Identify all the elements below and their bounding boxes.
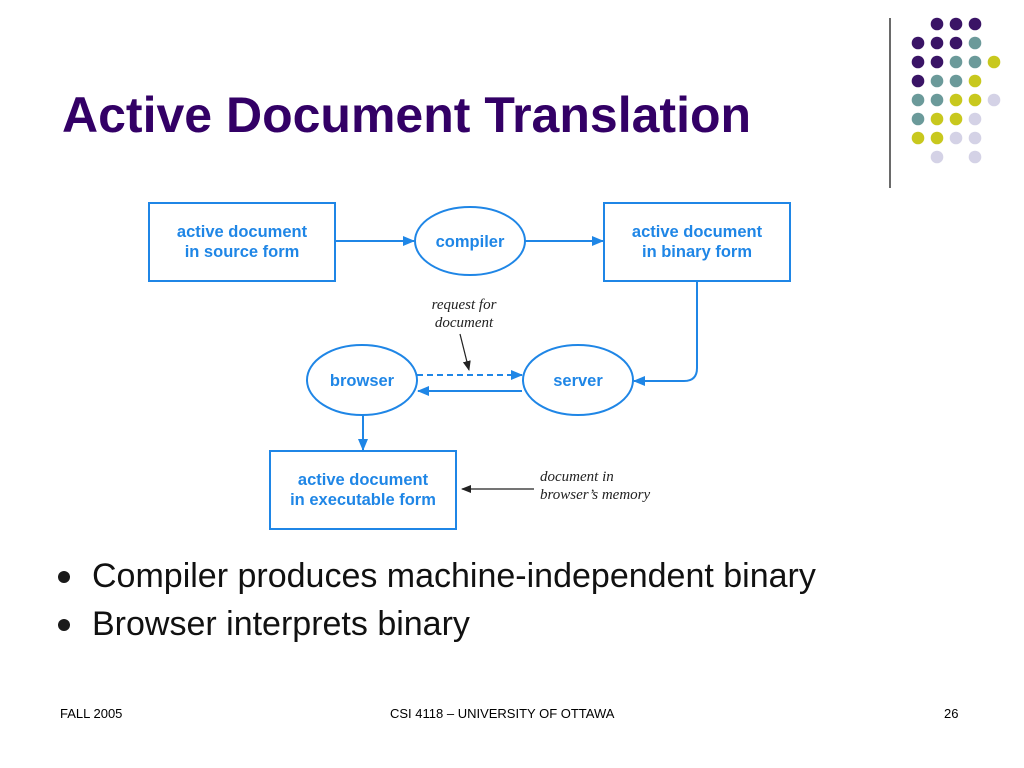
bullet-item: Compiler produces machine-independent bi… — [56, 556, 936, 596]
request-note-pointer — [459, 333, 471, 371]
memory-note-line1: document in — [540, 469, 614, 485]
arrow-binary-to-server — [633, 281, 698, 386]
footer-course: CSI 4118 – UNIVERSITY OF OTTAWA — [390, 706, 615, 721]
footer-page-number: 26 — [944, 706, 959, 721]
bullet-text: Browser interprets binary — [92, 605, 470, 643]
source-form-label-line1: active document — [177, 223, 308, 241]
server-node: server — [522, 344, 634, 416]
compiler-node: compiler — [414, 206, 526, 276]
binary-form-box: active document in binary form — [603, 202, 791, 282]
bullet-text: Compiler produces machine-independent bi… — [92, 557, 816, 595]
memory-note-line2: browser’s memory — [540, 487, 650, 503]
source-form-box: active document in source form — [148, 202, 336, 282]
source-form-label-line2: in source form — [185, 243, 300, 261]
binary-form-label-line1: active document — [632, 223, 763, 241]
slide-title: Active Document Translation — [62, 87, 752, 143]
browser-label: browser — [330, 372, 395, 390]
bullet-list: Compiler produces machine-independent bi… — [56, 556, 936, 652]
executable-form-label-line2: in executable form — [290, 491, 436, 509]
translation-diagram: active document in source form compiler … — [148, 202, 791, 530]
browser-node: browser — [306, 344, 418, 416]
footer-date: FALL 2005 — [60, 706, 123, 721]
bullet-dot-icon — [58, 619, 70, 631]
executable-form-label-line1: active document — [298, 471, 429, 489]
binary-form-label-line2: in binary form — [642, 243, 752, 261]
server-label: server — [553, 372, 603, 390]
bullet-dot-icon — [58, 571, 70, 583]
executable-form-box: active document in executable form — [269, 450, 457, 530]
title-divider-line — [889, 18, 891, 188]
request-note-line1: request for — [432, 297, 497, 313]
compiler-label: compiler — [436, 233, 505, 251]
bullet-item: Browser interprets binary — [56, 604, 936, 644]
request-note-line2: document — [435, 315, 494, 331]
